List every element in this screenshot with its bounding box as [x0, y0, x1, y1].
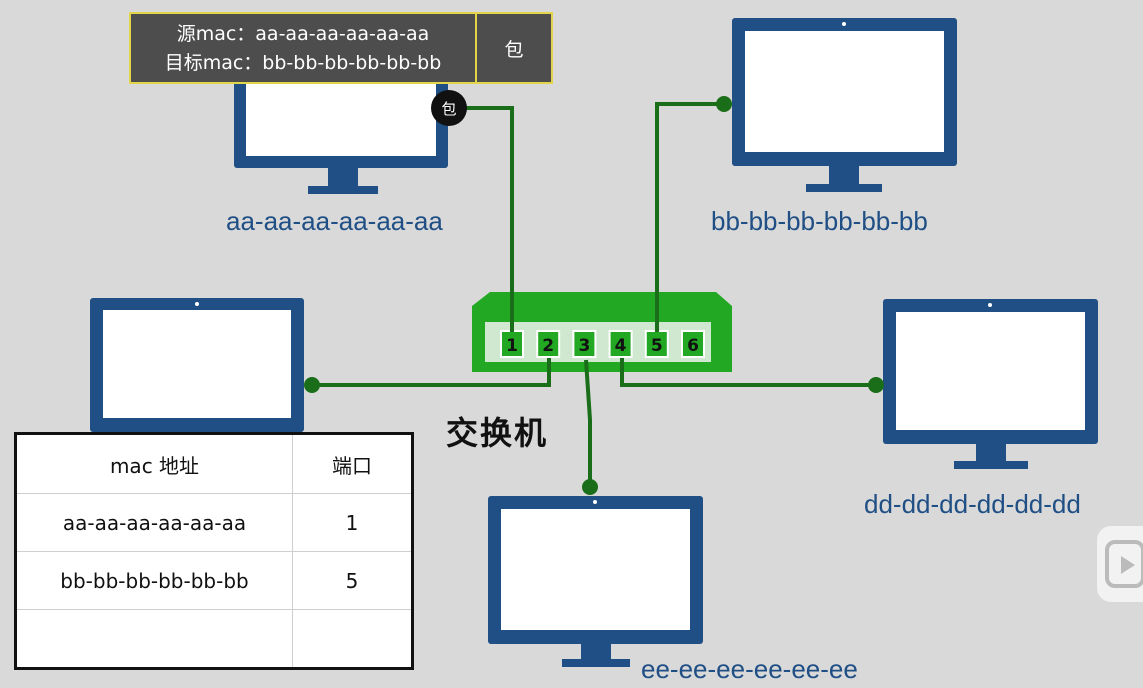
table-cell-mac: aa-aa-aa-aa-aa-aa: [15, 493, 293, 552]
switch-device: 1 2 3 4 5 6: [472, 292, 732, 372]
switch-ports: 1 2 3 4 5 6: [500, 330, 705, 358]
switch-port-label: 5: [651, 336, 663, 356]
host-ee-mac: ee-ee-ee-ee-ee-ee: [641, 654, 858, 684]
cable-bb-port5: [655, 102, 724, 332]
mac-address-table: mac 地址 端口 aa-aa-aa-aa-aa-aa 1 bb-bb-bb-b…: [14, 432, 414, 670]
moving-packet: 包: [431, 90, 467, 126]
table-header-row: mac 地址 端口: [15, 433, 413, 494]
monitor-dd: [883, 299, 1098, 469]
switch-port-label: 6: [687, 336, 699, 356]
monitor-bb: [732, 18, 957, 192]
endpoint-bb: [716, 96, 732, 112]
packet-destination-mac: 目标mac：bb-bb-bb-bb-bb-bb: [164, 52, 442, 74]
table-row: bb-bb-bb-bb-bb-bb 5: [15, 551, 413, 610]
switch-port-6: [681, 330, 705, 358]
switch-port-label: 1: [506, 336, 518, 356]
table-cell-mac: [15, 609, 293, 669]
endpoint-cc: [304, 377, 320, 393]
switch-port-2: [536, 330, 561, 358]
endpoint-ee: [582, 479, 598, 495]
packet-tag: 包: [504, 38, 524, 61]
switch-name: 交换机: [446, 414, 549, 452]
table-cell-port: 5: [292, 551, 413, 610]
packet-header: 源mac：aa-aa-aa-aa-aa-aa 目标mac：bb-bb-bb-bb…: [129, 12, 553, 84]
switch-port-label: 2: [542, 336, 554, 356]
table-row: aa-aa-aa-aa-aa-aa 1: [15, 493, 413, 552]
table-cell-mac: bb-bb-bb-bb-bb-bb: [15, 551, 293, 610]
monitor-ee: [488, 496, 703, 667]
host-bb-mac: bb-bb-bb-bb-bb-bb: [711, 206, 928, 236]
packet-addresses: 源mac：aa-aa-aa-aa-aa-aa 目标mac：bb-bb-bb-bb…: [131, 14, 477, 82]
switch-port-3: [572, 330, 597, 358]
cable-aa-port1: [449, 106, 514, 332]
cable-ee-port3: [584, 359, 592, 487]
host-aa-mac: aa-aa-aa-aa-aa-aa: [226, 206, 443, 236]
host-dd-mac: dd-dd-dd-dd-dd-dd: [864, 489, 1081, 519]
column-header-mac: mac 地址: [15, 433, 293, 494]
monitor-cc: [90, 298, 304, 432]
cables: [312, 102, 876, 487]
cable-cc-port2: [312, 358, 551, 387]
switch-port-label: 4: [615, 336, 627, 356]
column-header-port: 端口: [292, 433, 413, 494]
cable-endpoints: [304, 96, 884, 495]
switch-port-4: [608, 330, 633, 358]
video-play-button[interactable]: [1097, 526, 1143, 602]
cable-dd-port4: [620, 358, 876, 387]
endpoint-dd: [868, 377, 884, 393]
packet-source-mac: 源mac：aa-aa-aa-aa-aa-aa: [176, 23, 430, 45]
table-cell-port: 1: [292, 493, 413, 552]
switch-port-label: 3: [578, 336, 590, 356]
table-cell-port: [292, 609, 413, 669]
table-row: [15, 609, 413, 669]
play-icon: [1105, 540, 1143, 588]
moving-packet-label: 包: [441, 100, 456, 118]
